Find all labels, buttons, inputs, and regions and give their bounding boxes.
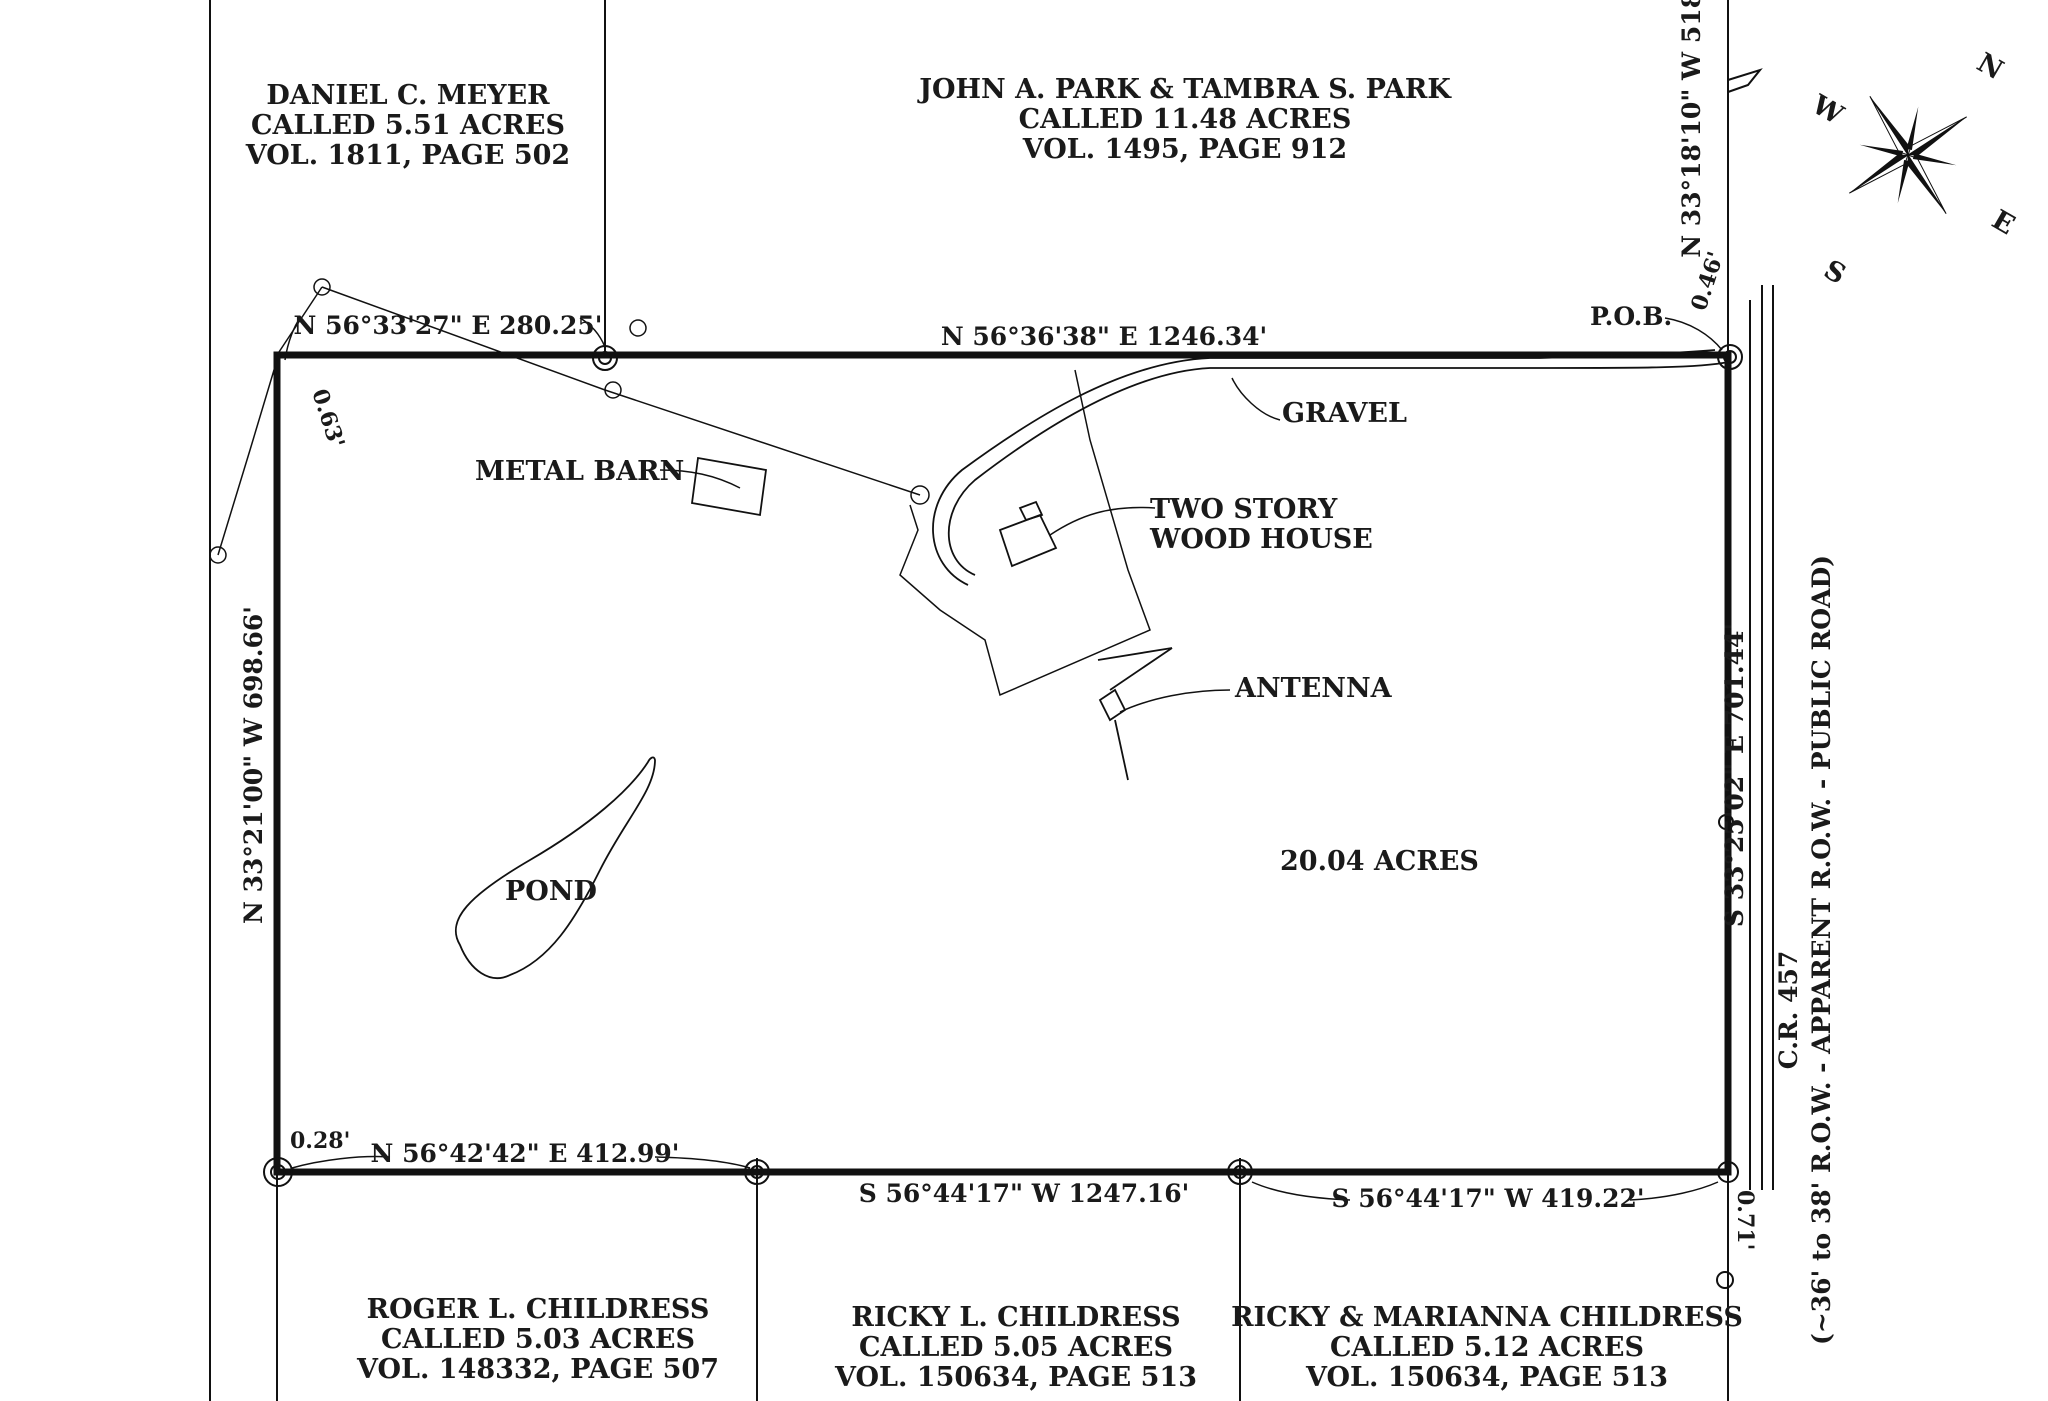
house-label-1: TWO STORY	[1150, 494, 1338, 525]
house-label-2: WOOD HOUSE	[1149, 524, 1373, 555]
call-south-west: N 56°42'42" E 412.99'	[371, 1139, 680, 1168]
metal-barn	[690, 456, 768, 517]
adjoiner-park: JOHN A. PARK & TAMBRA S. PARK CALLED 11.…	[917, 74, 1452, 165]
antenna-label: ANTENNA	[1234, 673, 1393, 704]
meyer-deed: VOL. 1811, PAGE 502	[245, 140, 570, 171]
compass-s: S	[1819, 254, 1851, 291]
road-name: C.R. 457	[1774, 951, 1803, 1070]
call-east-top: N 33°18'10" W 518.	[1677, 0, 1706, 258]
ricky-acres: CALLED 5.05 ACRES	[859, 1332, 1173, 1363]
call-south-east: S 56°44'17" W 419.22'	[1331, 1184, 1644, 1213]
adjoiner-roger: ROGER L. CHILDRESS CALLED 5.03 ACRES VOL…	[356, 1294, 719, 1385]
gravel-drive	[932, 349, 1729, 586]
pob-leader	[1664, 317, 1723, 351]
compass-e: E	[1987, 204, 2020, 241]
adjoiner-meyer: DANIEL C. MEYER CALLED 5.51 ACRES VOL. 1…	[245, 80, 570, 171]
pond	[454, 756, 656, 980]
antenna	[1097, 647, 1173, 781]
ricky-deed: VOL. 150634, PAGE 513	[834, 1362, 1197, 1393]
call-north: N 56°36'38" E 1246.34'	[941, 322, 1267, 351]
fence-line	[209, 278, 930, 564]
leader-arrows	[284, 317, 1719, 1201]
park-acres: CALLED 11.48 ACRES	[1019, 104, 1352, 135]
adjoiner-ricky: RICKY L. CHILDRESS CALLED 5.05 ACRES VOL…	[834, 1302, 1197, 1393]
call-east: S 33°25'02" E 701.44'	[1720, 623, 1749, 927]
compass-n: N	[1972, 47, 2009, 86]
offset-028: 0.28'	[290, 1128, 350, 1154]
two-story-house	[998, 500, 1058, 568]
roger-name: ROGER L. CHILDRESS	[367, 1294, 710, 1325]
roger-deed: VOL. 148332, PAGE 507	[356, 1354, 719, 1385]
yard-fence	[899, 369, 1151, 697]
roger-acres: CALLED 5.03 ACRES	[381, 1324, 695, 1355]
marianna-name: RICKY & MARIANNA CHILDRESS	[1231, 1302, 1743, 1333]
compass-w: W	[1806, 89, 1849, 132]
call-north-west: N 56°33'27" E 280.25'	[294, 311, 603, 340]
marianna-deed: VOL. 150634, PAGE 513	[1305, 1362, 1668, 1393]
gravel-label: GRAVEL	[1282, 398, 1407, 429]
ricky-name: RICKY L. CHILDRESS	[851, 1302, 1180, 1333]
barn-label: METAL BARN	[475, 456, 684, 487]
park-name: JOHN A. PARK & TAMBRA S. PARK	[917, 74, 1452, 105]
offset-063: 0.63'	[306, 386, 349, 451]
pob-label: P.O.B.	[1590, 302, 1672, 331]
property-boundary	[273, 351, 1732, 1176]
park-deed: VOL. 1495, PAGE 912	[1022, 134, 1347, 165]
meyer-acres: CALLED 5.51 ACRES	[251, 110, 565, 141]
adjoiner-marianna: RICKY & MARIANNA CHILDRESS CALLED 5.12 A…	[1231, 1302, 1743, 1393]
road-row-lines	[1727, 68, 1774, 1190]
marianna-acres: CALLED 5.12 ACRES	[1330, 1332, 1644, 1363]
road-row: (~36' to 38' R.O.W. - APPARENT R.O.W. - …	[1807, 555, 1836, 1345]
pond-label: POND	[505, 876, 597, 907]
north-arrow-icon	[1849, 96, 1967, 214]
area-label: 20.04 ACRES	[1280, 846, 1479, 877]
call-south: S 56°44'17" W 1247.16'	[859, 1179, 1190, 1208]
meyer-name: DANIEL C. MEYER	[266, 80, 550, 111]
call-west: N 33°21'00" W 698.66'	[239, 606, 268, 924]
offset-071: 0.71'	[1732, 1190, 1758, 1250]
